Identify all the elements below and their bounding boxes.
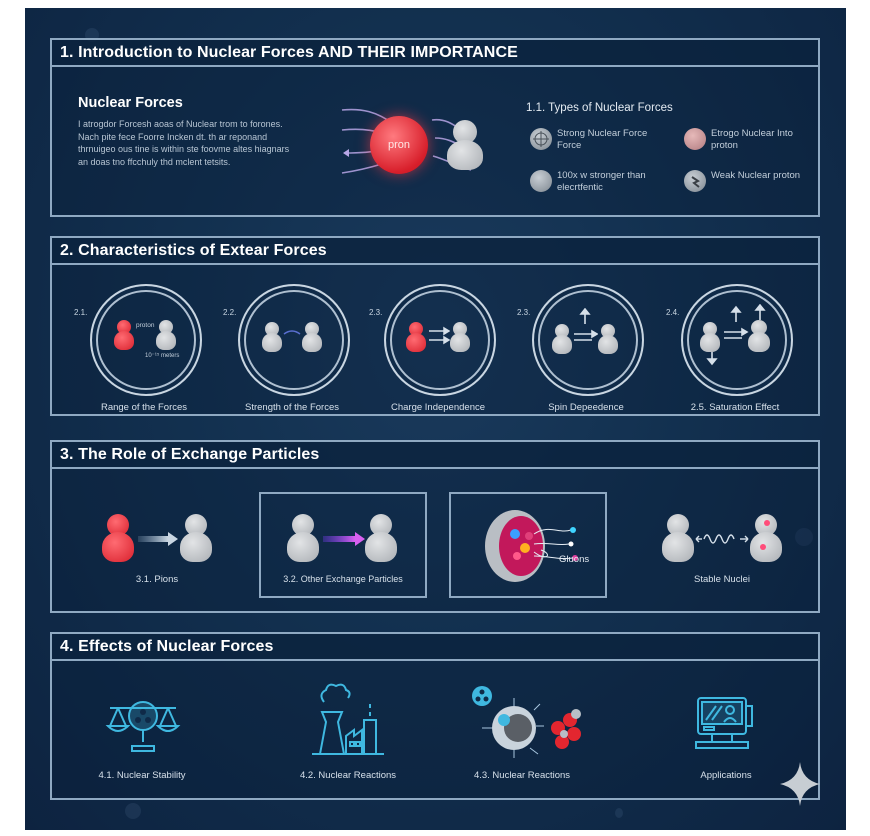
item-number: 2.3. (369, 308, 383, 317)
characteristic-ring (238, 284, 350, 396)
intro-heading: Nuclear Forces (78, 95, 183, 111)
section-exchange-particles: 3. The Role of Exchange Particles 3.1. P… (50, 440, 820, 613)
neutron-icon (365, 514, 397, 562)
proton-caption: proton (136, 322, 155, 329)
characteristic-label: Charge Independence (390, 402, 486, 413)
proton-icon (102, 514, 134, 562)
crosshair-circle-icon (530, 128, 552, 150)
bokeh-dot (615, 808, 623, 818)
item-number: 2.2. (223, 308, 237, 317)
item-number: 2.3. (517, 308, 531, 317)
type-text: Weak Nuclear proton (711, 170, 801, 181)
section-header: 2. Characteristics of Extear Forces (52, 238, 818, 265)
characteristic-ring (681, 284, 793, 396)
bokeh-dot (795, 528, 813, 546)
sparkle-icon (780, 762, 820, 806)
exchange-label: Stable Nuclei (694, 574, 750, 585)
neutron-icon (180, 514, 212, 562)
range-caption: 10⁻¹⁵ meters (145, 353, 180, 359)
section-title: 4. Effects of Nuclear Forces (60, 637, 274, 655)
effect-label: Applications (700, 770, 752, 781)
neutron-icon (662, 514, 694, 562)
proton-label: pron (387, 139, 411, 151)
saturation-arrows-icon (706, 304, 766, 366)
balance-scale-radiation-icon (105, 701, 181, 752)
gluons-label: Gluons (559, 554, 590, 565)
wave-exchange-icon (695, 534, 749, 544)
neutron-icon (156, 320, 176, 350)
characteristic-label: 2.5. Saturation Effect (690, 402, 780, 413)
proton-icon (406, 322, 426, 352)
section-header: 4. Effects of Nuclear Forces (52, 634, 818, 661)
characteristic-label: Range of the Forces (100, 402, 188, 413)
effect-label: 4.1. Nuclear Stability (98, 770, 186, 781)
neutron-icon (700, 322, 720, 352)
neutron-icon (450, 322, 470, 352)
proton-icon (114, 320, 134, 350)
section-title: 3. The Role of Exchange Particles (60, 445, 320, 463)
exchange-arrow-icon (323, 532, 365, 546)
weak-force-icon (684, 170, 706, 192)
bokeh-dot (125, 803, 141, 819)
neutron-icon (302, 322, 322, 352)
types-heading: 1.1. Types of Nuclear Forces (526, 102, 673, 114)
item-number: 2.4. (666, 308, 680, 317)
proton-sphere: pron (370, 116, 428, 174)
section-header: 1. Introduction to Nuclear Forces AND TH… (52, 40, 818, 67)
other-exchange-box: 3.2. Other Exchange Particles (259, 492, 427, 598)
neutron-icon (598, 324, 618, 354)
characteristic-ring (532, 284, 644, 396)
gluons-box: Gluons (449, 492, 607, 598)
neutron-icon (552, 324, 572, 354)
section-title: 2. Characteristics of Extear Forces (60, 241, 327, 259)
computer-monitor-icon (695, 697, 753, 749)
hadron-gluons-icon (485, 510, 578, 582)
section-effects: 4. Effects of Nuclear Forces 4.1. Nuclea… (50, 632, 820, 800)
characteristic-label: Strength of the Forces (245, 402, 339, 413)
intro-body: I atrogdor Forcesh aoas of Nuclear trom … (78, 119, 290, 167)
arrows-right-icon (429, 326, 450, 345)
power-plant-icon (312, 683, 384, 755)
neutron-icon (287, 514, 319, 562)
effect-label: 4.3. Nuclear Reactions (473, 770, 571, 781)
exchange-label: 3.2. Other Exchange Particles (283, 574, 403, 584)
type-text: 100x w stronger than elecrtfentic (557, 170, 646, 193)
section-introduction: 1. Introduction to Nuclear Forces AND TH… (50, 38, 820, 217)
fission-icon (472, 686, 581, 758)
red-particle-icon (684, 128, 706, 150)
type-text: Etrogo Nuclear Into proton (711, 128, 793, 151)
section-characteristics: 2. Characteristics of Extear Forces 2.1.… (50, 236, 820, 416)
characteristic-ring (384, 284, 496, 396)
exchange-label: 3.1. Pions (135, 574, 179, 585)
infographic-panel: 1. Introduction to Nuclear Forces AND TH… (25, 8, 846, 830)
characteristic-ring (90, 284, 202, 396)
section-title: 1. Introduction to Nuclear Forces AND TH… (60, 43, 518, 61)
item-number: 2.1. (74, 308, 88, 317)
neutron-icon (262, 322, 282, 352)
neutron-icon (445, 120, 485, 170)
effect-label: 4.2. Nuclear Reactions (299, 770, 397, 781)
spin-arrows-icon (574, 308, 598, 341)
section-header: 3. The Role of Exchange Particles (52, 442, 818, 469)
bond-arc-icon (283, 330, 301, 335)
nucleus-icon (750, 514, 782, 562)
strength-icon (530, 170, 552, 192)
characteristic-label: Spin Depeedence (548, 402, 624, 413)
type-text: Strong Nuclear Force Force (557, 128, 648, 151)
neutron-icon (748, 320, 770, 352)
exchange-arrow-icon (138, 532, 178, 546)
